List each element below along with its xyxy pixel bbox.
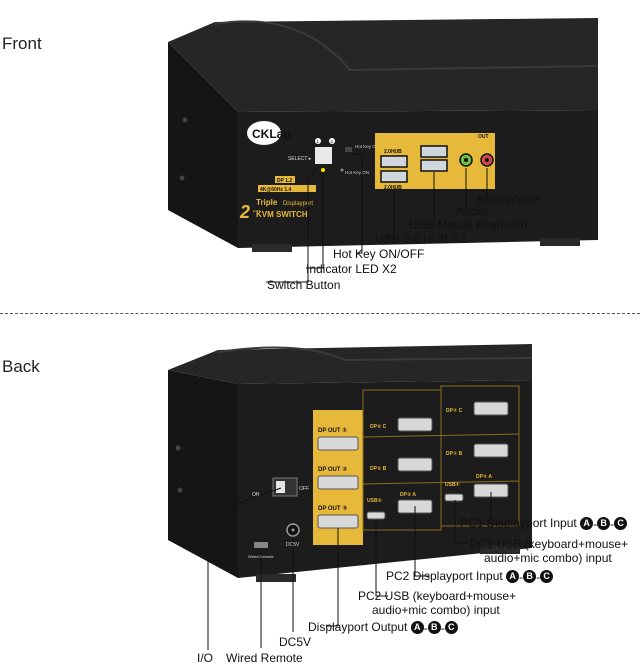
section-divider (0, 313, 640, 314)
port-letter-a-badge: A (506, 570, 520, 584)
callout-wired-remote: Wired Remote (226, 651, 303, 665)
callout-pc1-usb: PC1 USB (keyboard+mouse+ audio+mic combo… (470, 537, 629, 565)
svg-text:USB①: USB① (445, 482, 460, 488)
port-letter-b-badge: B (427, 621, 441, 635)
brand-logo-mark (247, 121, 281, 145)
port-letter-b-badge: B (597, 517, 611, 531)
port-letter-c-badge: C (540, 570, 554, 584)
svg-text:DP② C: DP② C (370, 424, 387, 430)
front-case-top (168, 18, 598, 112)
svg-text:OUT: OUT (478, 134, 489, 140)
callout-dc5v: DC5V (279, 635, 312, 649)
callout-io: I/O (197, 651, 214, 665)
svg-text:DP OUT ③: DP OUT ③ (318, 505, 347, 512)
callout-pc2-usb: PC2 USB (keyboard+mouse+ audio+mic combo… (358, 589, 517, 617)
svg-text:DP 1.2: DP 1.2 (277, 178, 292, 184)
callout-usb-hub: USB 2.0 HUB X2 (375, 232, 467, 246)
svg-text:USB②: USB② (367, 498, 382, 504)
svg-text:port: port (253, 208, 261, 213)
callout-usb-mouse-keyboard: USB Mouse Keyboard (409, 218, 528, 232)
svg-text:KVM SWITCH: KVM SWITCH (256, 210, 308, 219)
back-section-title: Back (2, 357, 40, 376)
port-letter-c-badge: C (444, 621, 458, 635)
svg-text:DP OUT ①: DP OUT ① (318, 427, 347, 434)
svg-text:DP② B: DP② B (370, 466, 387, 472)
svg-text:2: 2 (239, 202, 250, 222)
back-case-side (168, 370, 238, 578)
back-case-face (238, 380, 532, 578)
svg-text:DP① B: DP① B (446, 451, 463, 457)
svg-text:2.0HUB: 2.0HUB (384, 185, 402, 191)
svg-text:2: 2 (331, 139, 334, 144)
callout-pc2-displayport: PC2 Displayport Input A-B-C (386, 569, 554, 584)
svg-text:Triple: Triple (256, 198, 278, 207)
svg-text:SELECT ▸: SELECT ▸ (288, 156, 312, 162)
callout-microphone: Microphone (478, 192, 541, 206)
front-case-side (168, 42, 238, 248)
svg-text:ON: ON (252, 492, 260, 498)
callout-pc1-displayport: PC1 Displayport Input A-B-C (460, 516, 628, 531)
svg-text:Hot Key ON: Hot Key ON (345, 170, 369, 175)
svg-text:2.0HUB: 2.0HUB (384, 149, 402, 155)
front-section-title: Front (2, 34, 42, 53)
svg-text:OFF: OFF (299, 486, 309, 492)
svg-text:DP① C: DP① C (446, 408, 463, 414)
callout-displayport-output: Displayport Output A-B-C (308, 620, 458, 635)
select-button-graphic (315, 147, 332, 164)
svg-text:1: 1 (317, 139, 320, 144)
callout-indicator-led: Indicator LED X2 (306, 262, 397, 276)
svg-text:DP② A: DP② A (400, 492, 416, 498)
port-letter-a-badge: A (580, 517, 594, 531)
indicator-led (321, 168, 325, 172)
callout-audio: Audio (456, 204, 487, 218)
port-letter-b-badge: B (523, 570, 537, 584)
callout-hot-key: Hot Key ON/OFF (333, 247, 425, 261)
svg-text:DP OUT ②: DP OUT ② (318, 466, 347, 473)
port-letter-c-badge: C (614, 517, 628, 531)
remote-port-graphic (254, 542, 268, 548)
svg-text:Displayport: Displayport (283, 201, 313, 207)
brand-logo-text: CKLau (252, 127, 291, 141)
svg-text:Hot Key ON/OFF: Hot Key ON/OFF (355, 144, 390, 149)
svg-text:4K@60Hz 1.4: 4K@60Hz 1.4 (260, 187, 291, 193)
svg-text:DP① A: DP① A (476, 474, 492, 480)
callout-switch-button: Switch Button (267, 278, 341, 292)
port-letter-a-badge: A (410, 621, 424, 635)
